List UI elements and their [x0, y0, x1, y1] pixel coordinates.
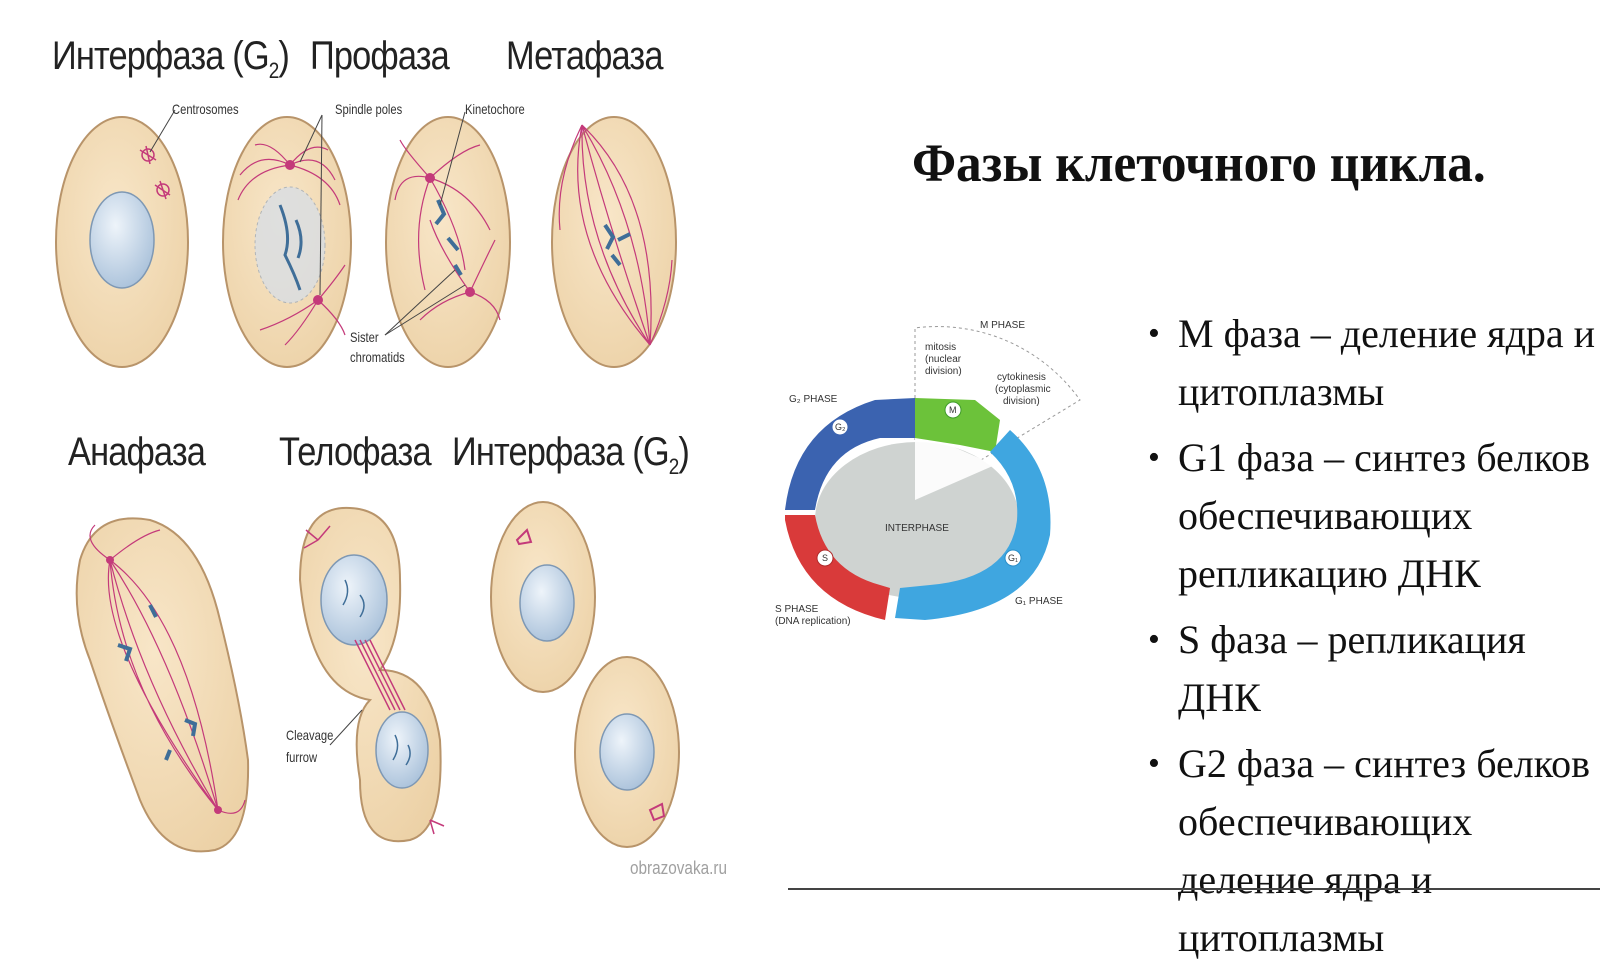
cycle-label-cyto-1: cytokinesis [997, 372, 1046, 383]
annot-centrosomes: Centrosomes [172, 101, 239, 117]
g2-badge: G₂ [835, 422, 846, 432]
midbody-spindle [303, 525, 445, 835]
bullet-text: G1 фаза – синтез белков обеспечивающих р… [1178, 435, 1591, 596]
bullet-s-phase: • S фаза – репликация ДНК [1140, 611, 1600, 727]
phase-description-list: • M фаза – деление ядра и цитоплазмы • G1 … [1140, 305, 1600, 975]
cycle-label-mitosis-1: mitosis [925, 342, 957, 353]
spindle-fibers [237, 143, 346, 346]
cycle-label-s-phase: S PHASE [775, 604, 819, 615]
m-badge: M [949, 405, 957, 415]
bullet-g2-phase: • G2 фаза – синтез белков обеспечивающих … [1140, 735, 1600, 967]
annot-spindle-poles: Spindle poles [335, 101, 403, 117]
cell-daughter-top [490, 501, 596, 693]
bullet-text: G2 фаза – синтез белков обеспечивающих д… [1178, 741, 1591, 960]
cycle-label-g2-phase: G₂ PHASE [789, 394, 838, 405]
spindle-fibers [89, 524, 246, 814]
mitosis-cells-svg [55, 109, 680, 853]
cycle-label-interphase: INTERPHASE [885, 523, 949, 534]
cell-daughter-bottom [574, 656, 680, 848]
cycle-label-dna-replication: (DNA replication) [775, 616, 851, 627]
cell-metaphase [551, 116, 677, 368]
page-title: Фазы клеточного цикла. [912, 133, 1486, 193]
m-badge-circle [944, 401, 962, 419]
bullet-m-phase: • M фаза – деление ядра и цитоплазмы [1140, 305, 1600, 421]
cell-anaphase [75, 517, 250, 853]
label-prophase: Профаза [310, 34, 450, 78]
s-arc [785, 515, 890, 620]
g1-badge-circle [1004, 549, 1022, 567]
mitosis-illustration: Интерфаза (G2) Профаза Метафаза Анафаза … [0, 0, 760, 900]
s-badge-circle [816, 549, 834, 567]
cycle-label-cyto-2: (cytoplasmic [995, 384, 1051, 395]
label-anaphase: Анафаза [68, 430, 206, 474]
chromosome [278, 204, 302, 291]
bullet-text: S фаза – репликация ДНК [1178, 617, 1526, 720]
spindle-fibers [558, 124, 673, 346]
cell-cycle-svg [785, 326, 1081, 620]
cell-interphase-top [55, 109, 189, 368]
bullet-dot: • [1148, 745, 1160, 782]
label-interphase-top: Интерфаза (G2) [52, 34, 290, 83]
m-arc [915, 398, 1000, 452]
cycle-label-mitosis-2: (nuclear [925, 354, 962, 365]
bullet-text: M фаза – деление ядра и цитоплазмы [1178, 311, 1596, 414]
label-metaphase: Метафаза [506, 34, 663, 78]
nucleus [89, 191, 155, 289]
bullet-dot: • [1148, 439, 1160, 476]
annot-furrow: furrow [286, 749, 318, 765]
annot-cleavage: Cleavage [286, 727, 334, 743]
interphase-area [815, 442, 1019, 598]
cycle-label-g1-phase: G₁ PHASE [1015, 596, 1063, 607]
annot-chromatids: chromatids [350, 349, 405, 365]
centrosome [139, 145, 171, 200]
cycle-label-m-phase: M PHASE [980, 320, 1026, 331]
bullet-g1-phase: • G1 фаза – синтез белков обеспечивающих … [1140, 429, 1600, 603]
annot-sister: Sister [350, 329, 379, 345]
label-interphase-bottom: Интерфаза (G2) [452, 430, 690, 479]
cell-prometaphase [384, 111, 511, 368]
g1-badge: G₁ [1008, 553, 1019, 563]
bullet-dot: • [1148, 621, 1160, 658]
cell-prophase [222, 114, 352, 368]
bottom-divider [788, 888, 1600, 890]
bullet-dot: • [1148, 315, 1160, 352]
annot-kinetochore: Kinetochore [465, 101, 525, 117]
cell-telophase [298, 506, 445, 843]
cycle-label-mitosis-3: division) [925, 366, 962, 377]
g2-arc [785, 398, 915, 510]
cell-cycle-diagram: M PHASE mitosis (nuclear division) cytok… [775, 320, 1095, 640]
spindle-fibers [394, 139, 501, 321]
watermark: obrazovaka.ru [630, 858, 727, 878]
g1-arc [895, 430, 1051, 620]
g2-badge-circle [831, 418, 849, 436]
s-badge: S [822, 553, 829, 563]
cycle-label-cyto-3: division) [1003, 396, 1040, 407]
label-telophase: Телофаза [279, 430, 432, 474]
